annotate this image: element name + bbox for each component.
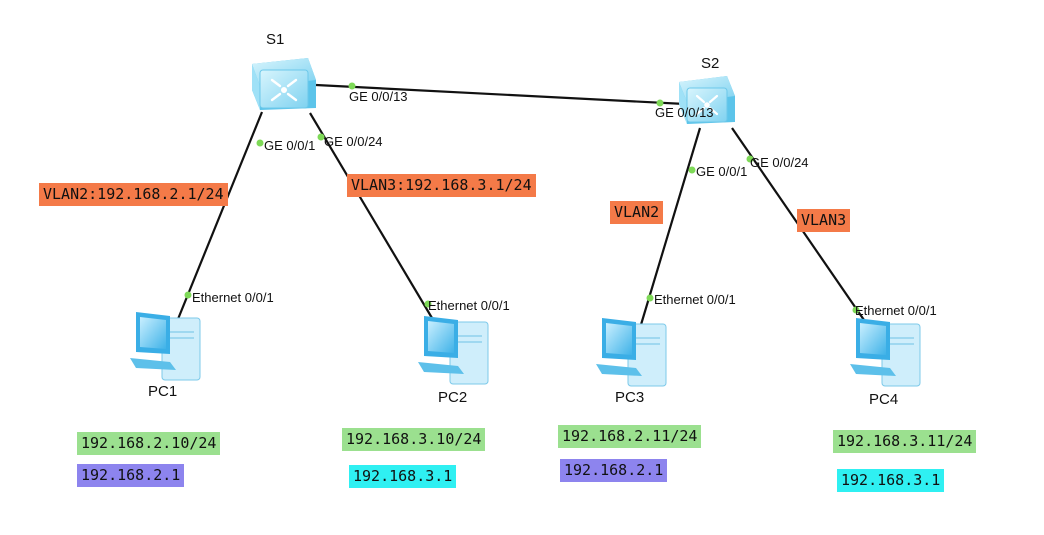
port-label-pc1-eth: Ethernet 0/0/1 (192, 290, 274, 305)
port-label-s2-g24: GE 0/0/24 (750, 155, 809, 170)
ip-tag-pc1: 192.168.2.10/24 (77, 432, 221, 456)
port-dot-s1-ge24 (317, 133, 325, 141)
pc2-icon[interactable] (418, 316, 489, 385)
port-label-pc2-eth: Ethernet 0/0/1 (428, 298, 510, 313)
port-dots (184, 82, 860, 314)
port-label-pc4-eth: Ethernet 0/0/1 (855, 303, 937, 318)
port-dot-s2-ge24 (746, 155, 754, 163)
port-dot-pc2-eth (424, 300, 432, 308)
link-s1-pc2[interactable] (309, 112, 433, 319)
device-label-pc4: PC4 (869, 391, 899, 408)
port-dot-pc3-eth (646, 294, 654, 302)
pc1-icon[interactable] (130, 312, 201, 381)
device-label-s1: S1 (266, 31, 285, 48)
port-dot-pc4-eth (852, 306, 860, 314)
vlan-tag-s2-g24: VLAN3 (797, 209, 851, 233)
device-label-pc1: PC1 (148, 383, 178, 400)
vlan-tag-s2-g1: VLAN2 (610, 201, 664, 225)
port-dot-pc1-eth (184, 291, 192, 299)
port-label-s1-g24: GE 0/0/24 (324, 134, 383, 149)
links (174, 83, 865, 329)
gateway-tag-pc1: 192.168.2.1 (77, 464, 185, 488)
port-label-s2-g1: GE 0/0/1 (696, 164, 748, 179)
ip-tag-pc4: 192.168.3.11/24 (833, 430, 977, 454)
ip-tag-pc3: 192.168.2.11/24 (558, 425, 702, 449)
device-label-s2: S2 (701, 55, 720, 72)
pc3-icon[interactable] (596, 318, 667, 387)
switch-s1-icon[interactable] (252, 58, 316, 110)
vlan-tag-s1-g1: VLAN2:192.168.2.1/24 (39, 183, 228, 207)
port-dot-s1-ge1 (256, 139, 264, 147)
port-label-pc3-eth: Ethernet 0/0/1 (654, 292, 736, 307)
device-label-pc2: PC2 (438, 389, 468, 406)
port-label-s2-trunk: GE 0/0/13 (655, 105, 714, 120)
pc4-icon[interactable] (850, 318, 921, 387)
device-label-pc3: PC3 (615, 389, 645, 406)
link-s1-pc1[interactable] (174, 111, 264, 325)
switch-s2-icon[interactable] (679, 76, 735, 124)
gateway-tag-pc2: 192.168.3.1 (349, 465, 457, 489)
gateway-tag-pc4: 192.168.3.1 (837, 469, 945, 493)
gateway-tag-pc3: 192.168.2.1 (560, 459, 668, 483)
link-s1-s2[interactable] (315, 83, 686, 106)
vlan-tag-s1-g24: VLAN3:192.168.3.1/24 (347, 174, 536, 198)
port-label-s1-g1: GE 0/0/1 (264, 138, 316, 153)
port-dot-s2-ge1 (688, 166, 696, 174)
port-label-s1-trunk: GE 0/0/13 (349, 89, 408, 104)
ip-tag-pc2: 192.168.3.10/24 (342, 428, 486, 452)
port-dot-s1-ge13 (348, 82, 356, 90)
port-dot-s2-ge13 (656, 99, 664, 107)
